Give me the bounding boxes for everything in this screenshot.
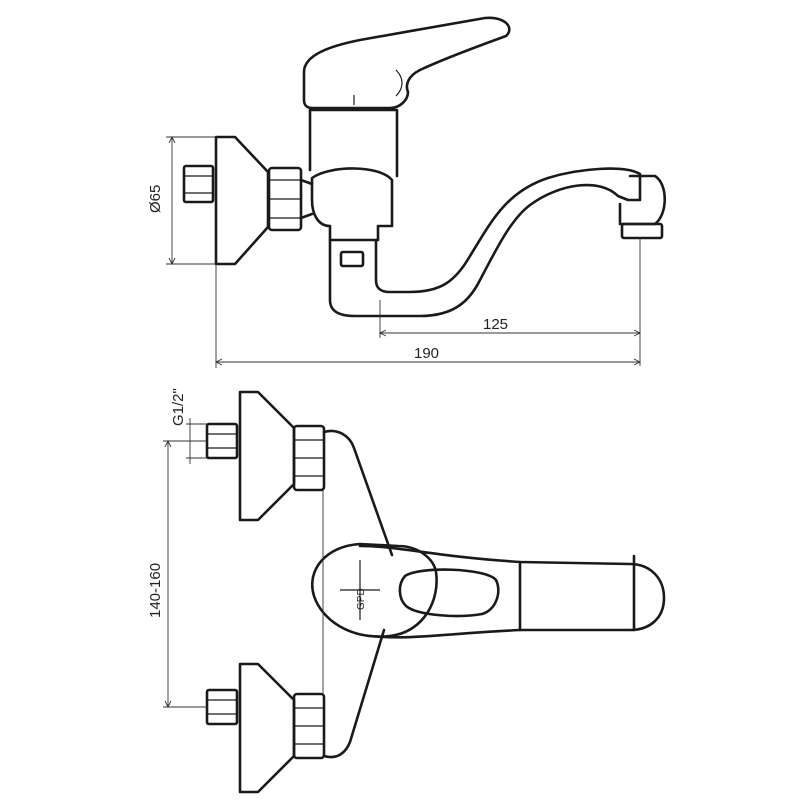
dim-overall-length: 190 <box>414 345 439 362</box>
side-cartridge <box>308 108 399 178</box>
side-wall-flange <box>214 135 270 266</box>
front-lower-flange <box>238 662 296 794</box>
dim-flange-diameter: Ø65 <box>147 185 164 213</box>
side-aerator <box>620 222 664 240</box>
front-lever-handle <box>358 544 666 639</box>
dim-center-distance: 140-160 <box>147 563 164 618</box>
side-faucet-body <box>310 167 394 242</box>
side-view: Ø65 125 190 <box>147 16 667 368</box>
side-lever-handle <box>302 16 511 110</box>
dim-thread-size: G1/2" <box>170 388 187 426</box>
front-handle-slot <box>398 568 500 618</box>
side-spout <box>328 167 642 318</box>
dim-spout-reach: 125 <box>483 316 508 333</box>
front-upper-flange <box>238 390 296 522</box>
front-view: GPD G1/2" 140-160 <box>147 388 666 794</box>
front-upper-inlet-nut <box>205 422 239 460</box>
side-inlet-nut <box>182 164 215 204</box>
front-lower-inlet-nut <box>205 688 239 726</box>
front-body-arms <box>322 429 394 759</box>
logo-mark: GPD <box>356 588 367 610</box>
